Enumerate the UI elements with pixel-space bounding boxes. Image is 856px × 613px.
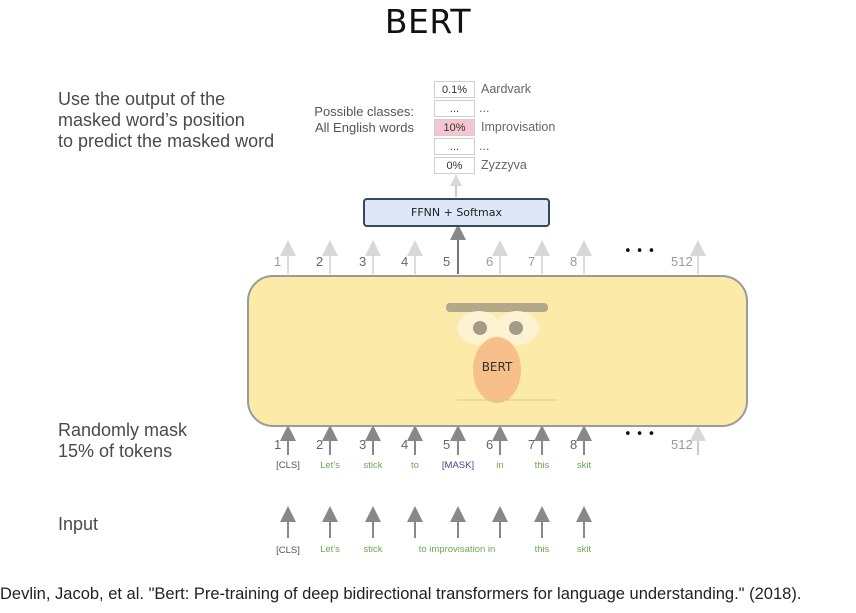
input-token-skit: skit xyxy=(576,544,592,555)
bert-face xyxy=(446,303,557,403)
pos-top-1: 1 xyxy=(274,254,282,269)
class-prob-ellipsis-1: ... xyxy=(434,100,475,117)
pos-top-6: 6 xyxy=(486,254,494,269)
pos-bottom-1: 1 xyxy=(274,437,282,452)
masked-token-mask: [MASK] xyxy=(441,460,475,471)
mask-note-line1: Randomly mask xyxy=(58,420,188,440)
pos-top-8: 8 xyxy=(570,254,578,269)
masked-token-this: this xyxy=(534,460,550,471)
pos-top-2: 2 xyxy=(316,254,324,269)
ellipsis-bottom: • • • xyxy=(624,427,656,442)
pos-bottom-6: 6 xyxy=(486,437,494,452)
input-label: Input xyxy=(58,514,99,534)
pos-bottom-8: 8 xyxy=(570,437,578,452)
ellipsis-top: • • • xyxy=(624,244,656,259)
class-name-improvisation: Improvisation xyxy=(481,120,556,134)
output-note-line1: Use the output of the xyxy=(58,89,226,109)
pos-bottom-7: 7 xyxy=(528,437,536,452)
pos-bottom-2: 2 xyxy=(316,437,324,452)
masked-token-to: to xyxy=(411,460,419,471)
masked-token-in: in xyxy=(496,460,504,471)
pos-top-3: 3 xyxy=(359,254,367,269)
pos-top-5: 5 xyxy=(443,254,451,269)
masked-token-cls: [CLS] xyxy=(276,460,300,471)
pos-bottom-3: 3 xyxy=(359,437,367,452)
input-token-this: this xyxy=(534,544,550,555)
mask-note-line2: 15% of tokens xyxy=(58,441,173,461)
class-prob-improvisation: 10% xyxy=(434,119,475,136)
ffnn-softmax-box: FFNN + Softmax xyxy=(363,198,550,227)
pos-top-512: 512 xyxy=(671,254,693,269)
output-note-line3: to predict the masked word xyxy=(58,131,275,151)
masked-token-skit: skit xyxy=(576,460,592,471)
class-name-zyzzyva: Zyzzyva xyxy=(481,158,527,172)
input-token-to-improvisation-in: to improvisation in xyxy=(418,544,496,555)
pos-bottom-4: 4 xyxy=(401,437,409,452)
class-name-aardvark: Aardvark xyxy=(481,82,532,96)
mask-note: Randomly mask 15% of tokens xyxy=(58,420,187,462)
class-prob-zyzzyva: 0% xyxy=(434,157,475,174)
pos-top-4: 4 xyxy=(401,254,409,269)
classes-label: Possible classes: All English words xyxy=(306,104,414,136)
classes-label-line1: Possible classes: xyxy=(314,104,414,119)
citation-text: Devlin, Jacob, et al. "Bert: Pre-trainin… xyxy=(0,585,802,603)
input-token-cls: [CLS] xyxy=(276,545,300,556)
masked-token-stick: stick xyxy=(363,460,383,471)
masked-token-lets: Let's xyxy=(320,460,340,471)
pos-bottom-5: 5 xyxy=(443,437,451,452)
class-name-ellipsis-1: ... xyxy=(479,101,490,115)
bert-label: BERT xyxy=(481,360,513,374)
output-note: Use the output of the masked word’s posi… xyxy=(58,89,274,152)
bert-right-pupil xyxy=(509,321,523,335)
input-token-stick: stick xyxy=(363,544,383,555)
page-title: BERT xyxy=(384,2,472,41)
bert-left-pupil xyxy=(473,321,487,335)
classes-label-line2: All English words xyxy=(315,120,414,135)
class-name-ellipsis-2: ... xyxy=(479,139,490,153)
pos-top-7: 7 xyxy=(528,254,536,269)
output-note-line2: masked word’s position xyxy=(58,110,245,130)
class-prob-aardvark: 0.1% xyxy=(434,81,475,98)
input-token-lets: Let's xyxy=(320,544,340,555)
bert-nose xyxy=(473,337,521,403)
pos-bottom-512: 512 xyxy=(671,437,693,452)
class-prob-ellipsis-2: ... xyxy=(434,138,475,155)
bert-eyebrow xyxy=(446,303,548,312)
